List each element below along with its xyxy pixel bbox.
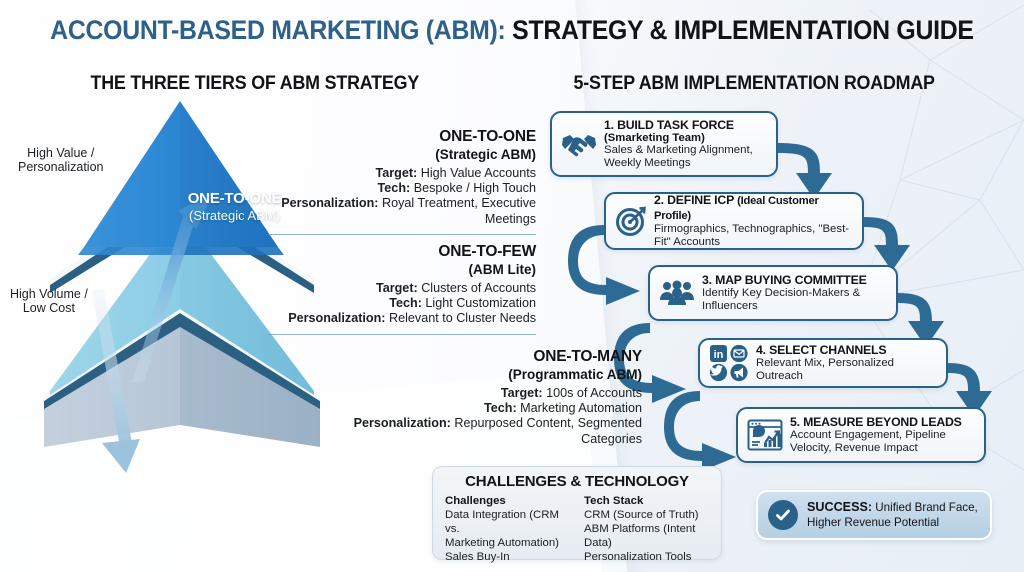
roadmap-step-1-desc: Sales & Marketing Alignment, Weekly Meet… [604, 144, 753, 170]
challenges-technology-panel: CHALLENGES & TECHNOLOGY Challenges Data … [432, 466, 722, 563]
pyramid-inner-label-sub: (Strategic ABM) [188, 208, 281, 223]
roadmap-step-5[interactable]: 5. MEASURE BEYOND LEADS Account Engageme… [736, 407, 986, 463]
page-title: ACCOUNT-BASED MARKETING (ABM): STRATEGY … [50, 15, 974, 46]
roadmap-step-3[interactable]: 3. MAP BUYING COMMITTEE Identify Key Dec… [648, 265, 898, 321]
tier-title: ONE-TO-MANY [533, 348, 642, 365]
roadmap-step-2-text: 2. DEFINE ICP (Ideal Customer Profile) F… [654, 193, 853, 249]
high-value-arrow [132, 191, 214, 383]
social-channels-icon: in [709, 344, 749, 382]
challenges-item: Data Integration (CRM vs. [445, 509, 559, 535]
roadmap-step-3-title: 3. MAP BUYING COMMITTEE [702, 273, 867, 287]
roadmap-step-4[interactable]: in 4. SELECT CHANNELS Relevant Mix, Pers… [698, 338, 948, 388]
tier-subtitle: (Programmatic ABM) [508, 367, 642, 382]
tech-stack-item: ABM Platforms (Intent Data) [584, 523, 696, 549]
tier-rows: Target: 100s of Accounts Tech: Marketing… [330, 386, 642, 447]
tech-stack-item: Personalization Tools [584, 551, 692, 563]
challenges-columns: Challenges Data Integration (CRM vs. Mar… [445, 494, 709, 564]
tier-rows: Target: Clusters of Accounts Tech: Light… [268, 281, 536, 327]
page-title-secondary: STRATEGY & IMPLEMENTATION GUIDE [505, 14, 974, 45]
roadmap-step-1-subtitle: (Smarketing Team) [604, 131, 705, 144]
tier-title: ONE-TO-ONE [439, 128, 536, 145]
roadmap-step-1[interactable]: 1. BUILD TASK FORCE (Smarketing Team) Sa… [550, 111, 778, 177]
roadmap-step-3-text: 3. MAP BUYING COMMITTEE Identify Key Dec… [702, 273, 887, 313]
challenges-column-title: Challenges [445, 495, 506, 507]
dashboard-chart-icon [747, 419, 783, 451]
success-desc: Unified Brand Face, Higher Revenue Poten… [807, 501, 978, 529]
tier-detail-one-to-many: ONE-TO-MANY (Programmatic ABM) Target: 1… [330, 348, 643, 447]
challenges-column: Challenges Data Integration (CRM vs. Mar… [445, 494, 570, 564]
people-group-icon [659, 280, 695, 306]
roadmap-step-5-desc: Account Engagement, Pipeline Velocity, R… [790, 429, 946, 455]
tier-detail-one-to-few: ONE-TO-FEW (ABM Lite) Target: Clusters o… [268, 243, 537, 336]
challenges-item: Sales Buy-In [445, 551, 510, 563]
tier-row: Personalization: Repurposed Content, Seg… [353, 416, 642, 446]
pyramid-inner-label-title: ONE-TO-ONE [187, 190, 282, 207]
roadmap-step-1-title: 1. BUILD TASK FORCE [604, 117, 734, 132]
target-icon [615, 205, 647, 237]
tier-row: Personalization: Royal Treatment, Execut… [281, 196, 536, 226]
roadmap-step-2-title-main: 2. DEFINE ICP [654, 193, 734, 208]
tier-row: Target: 100s of Accounts [500, 386, 642, 400]
roadmap-step-2-title-tail: (Ideal Customer Profile) [654, 195, 819, 222]
tier-divider [268, 333, 536, 336]
tier-rows: Target: High Value Accounts Tech: Bespok… [268, 166, 536, 227]
success-callout[interactable]: SUCCESS: Unified Brand Face, Higher Reve… [756, 490, 992, 540]
axis-label-high-value-line2: Personalization [18, 160, 104, 174]
roadmap-step-4-title: 4. SELECT CHANNELS [756, 343, 887, 357]
challenges-item: Marketing Automation) [445, 537, 559, 549]
roadmap-step-2[interactable]: 2. DEFINE ICP (Ideal Customer Profile) F… [604, 192, 864, 250]
roadmap-step-1-text: 1. BUILD TASK FORCE (Smarketing Team) Sa… [604, 118, 767, 171]
tech-stack-column-title: Tech Stack [584, 495, 644, 507]
tier-title: ONE-TO-FEW [438, 243, 536, 260]
tier-row: Tech: Light Customization [389, 296, 536, 311]
tier-subtitle: (Strategic ABM) [435, 147, 536, 162]
roadmap-step-3-desc: Identify Key Decision-Makers & Influence… [702, 287, 861, 313]
tier-row: Tech: Marketing Automation [484, 401, 642, 416]
tier-row: Personalization: Relevant to Cluster Nee… [288, 311, 536, 326]
tier-row: Tech: Bespoke / High Touch [377, 181, 536, 196]
axis-label-high-value-line1: High Value / [27, 146, 95, 160]
page-title-primary: ACCOUNT-BASED MARKETING (ABM): [50, 14, 506, 45]
success-text: SUCCESS: Unified Brand Face, Higher Reve… [807, 500, 980, 530]
roadmap-step-5-text: 5. MEASURE BEYOND LEADS Account Engageme… [790, 415, 975, 455]
axis-label-high-value: High Value / Personalization [18, 146, 103, 174]
tier-row: Target: High Value Accounts [375, 166, 536, 180]
tier-divider [268, 233, 536, 236]
handshake-icon [561, 130, 597, 158]
tier-row: Target: Clusters of Accounts [375, 281, 536, 295]
section-heading-right: 5-STEP ABM IMPLEMENTATION ROADMAP [573, 73, 935, 94]
success-label: SUCCESS: [807, 500, 873, 515]
challenges-heading: CHALLENGES & TECHNOLOGY [465, 473, 689, 490]
roadmap-step-2-desc: Firmographics, Technographics, "Best-Fit… [654, 222, 850, 248]
axis-label-high-volume-line1: High Volume / [10, 287, 88, 301]
tech-stack-column: Tech Stack CRM (Source of Truth) ABM Pla… [584, 494, 709, 564]
pyramid-top-inner-label: ONE-TO-ONE (Strategic ABM) [152, 190, 317, 224]
roadmap-step-2-title: 2. DEFINE ICP (Ideal Customer Profile) [654, 193, 853, 223]
axis-label-high-volume-line2: Low Cost [22, 301, 75, 315]
roadmap-step-5-title: 5. MEASURE BEYOND LEADS [790, 415, 962, 429]
abm-tier-pyramid [44, 101, 320, 473]
svg-text:in: in [714, 349, 724, 361]
check-circle-icon [768, 500, 798, 530]
roadmap-step-4-desc: Relevant Mix, Personalized Outreach [756, 357, 895, 383]
tech-stack-item: CRM (Source of Truth) [584, 509, 699, 521]
tier-detail-one-to-one: ONE-TO-ONE (Strategic ABM) Target: High … [268, 128, 536, 236]
page-header: ACCOUNT-BASED MARKETING (ABM): STRATEGY … [0, 0, 1024, 60]
tier-subtitle: (ABM Lite) [468, 262, 537, 277]
section-heading-left: THE THREE TIERS OF ABM STRATEGY [90, 73, 420, 94]
axis-label-high-volume: High Volume / Low Cost [10, 287, 88, 315]
roadmap-step-4-text: 4. SELECT CHANNELS Relevant Mix, Persona… [756, 343, 937, 383]
